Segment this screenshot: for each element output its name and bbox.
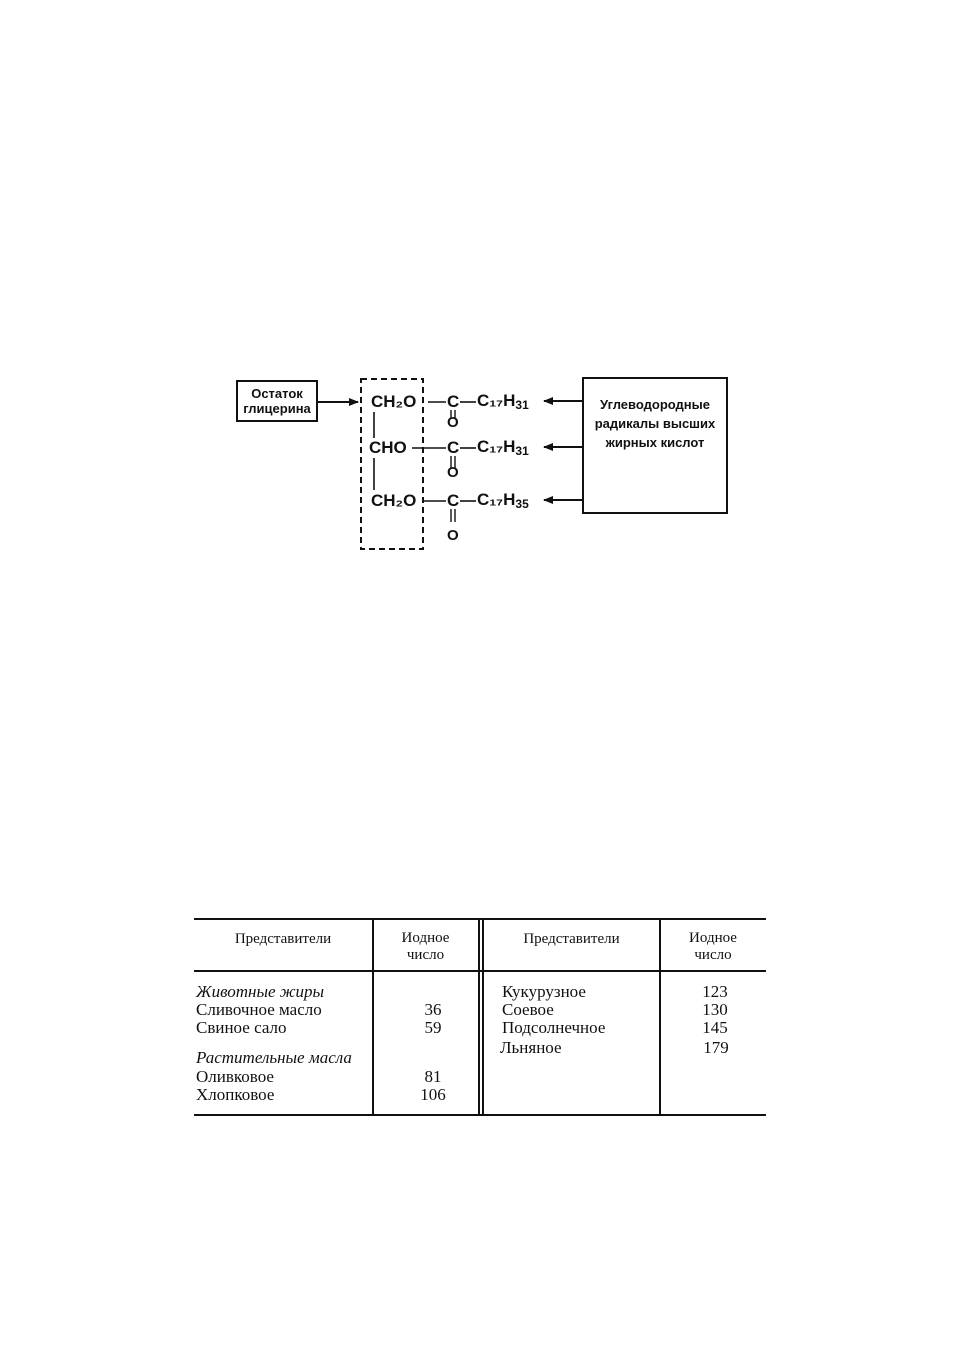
table-double-divider-b: [482, 918, 484, 1116]
glycerol-group-1: CH₂O: [371, 392, 417, 411]
radical-2: C₁₇H31: [477, 437, 529, 458]
table-header-rule: [194, 970, 766, 972]
table-row-value: 81: [424, 1067, 442, 1086]
carbonyl-carbon-1: C: [447, 392, 460, 411]
table-row-name: Оливковое: [196, 1067, 274, 1086]
header-iodine-right: Иодное число: [689, 930, 737, 963]
header-representatives-right: Представители: [523, 931, 620, 947]
glycerol-dashed-frame: [360, 378, 424, 550]
glycerol-group-2: CHO: [369, 438, 407, 457]
carbonyl-carbon-2: C: [447, 438, 460, 457]
glycerol-group-3: CH₂O: [371, 491, 417, 510]
diagram-lines: [318, 378, 582, 550]
carbonyl-oxygen-3: O: [447, 527, 459, 544]
table-row-name: Льняное: [500, 1038, 562, 1057]
table-row-value: 36: [424, 1000, 442, 1019]
table-row-name: Свиное сало: [196, 1018, 287, 1037]
table-row-name: Сливочное масло: [196, 1000, 322, 1019]
carbonyl-oxygen-1: O: [447, 414, 459, 431]
fatty-acid-radicals-box: Углеводородные радикалы высших жирных ки…: [582, 377, 728, 514]
table-row-name: Подсолнечное: [502, 1018, 606, 1037]
table-col-divider-1: [372, 918, 374, 1116]
table-row-value: 106: [420, 1085, 446, 1104]
glycerol-box-line2: глицерина: [243, 401, 311, 416]
iodine-number-table: Представители Иодное число Представители…: [194, 918, 766, 1118]
table-row-value: 59: [424, 1018, 442, 1037]
radical-1: C₁₇H31: [477, 391, 529, 412]
radical-3: C₁₇H35: [477, 490, 529, 511]
table-row-value: 145: [702, 1018, 728, 1037]
glycerol-box-line1: Остаток: [251, 386, 303, 401]
table-row-name: Хлопковое: [196, 1085, 275, 1104]
table-row-value: 179: [703, 1038, 729, 1057]
table-col-divider-3: [659, 918, 661, 1116]
carbonyl-carbon-3: C: [447, 491, 460, 510]
table-double-divider-a: [478, 918, 480, 1116]
radicals-box-line3: жирных кислот: [605, 435, 705, 450]
table-row-value: 130: [702, 1000, 728, 1019]
carbonyl-oxygen-2: O: [447, 464, 459, 481]
radicals-box-line1: Углеводородные: [600, 397, 710, 412]
header-iodine-left: Иодное число: [401, 930, 450, 963]
header-representatives-left: Представители: [234, 931, 332, 947]
group-animal-fats: Животные жиры: [196, 982, 325, 1001]
glycerol-residue-box: Остаток глицерина: [236, 380, 318, 422]
table-top-rule: [194, 918, 766, 920]
table-row-name: Кукурузное: [502, 982, 586, 1001]
group-vegetable-oils: Растительные масла: [196, 1048, 352, 1067]
table-bottom-rule: [194, 1114, 766, 1116]
radicals-box-line2: радикалы высших: [594, 416, 716, 431]
triglyceride-diagram: Остаток глицерина Углеводородные радикал…: [0, 0, 954, 600]
table-row-value: 123: [702, 982, 728, 1001]
table-row-name: Соевое: [502, 1000, 554, 1019]
